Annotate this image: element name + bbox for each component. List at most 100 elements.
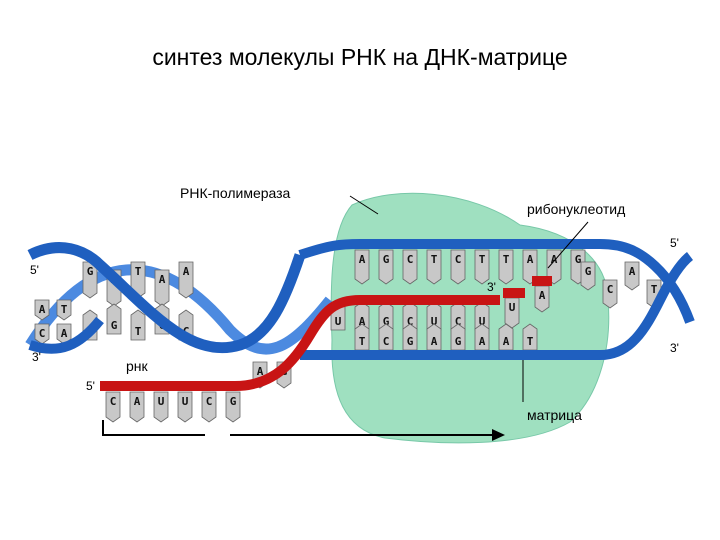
rna-tail-base: A	[129, 391, 145, 423]
helix-top-base-letter: A	[159, 273, 166, 286]
helix-right-base-letter: G	[585, 265, 592, 278]
helix-right-base: A	[624, 261, 640, 291]
rna-tail-base-shape	[153, 391, 169, 423]
coding-base: T	[498, 249, 514, 285]
helix-right-base-shape	[624, 261, 640, 291]
helix-bottom-base-letter: G	[111, 319, 118, 332]
helix-bottom-base-shape	[130, 309, 146, 341]
coding-base-letter: T	[479, 253, 486, 266]
coding-base: C	[450, 249, 466, 285]
rna-tail-base-shape	[225, 391, 241, 423]
helix-edge-base-letter: A	[61, 327, 68, 340]
rna-tail-base-letter: U	[182, 395, 189, 408]
helix-top-base-shape	[154, 269, 170, 307]
helix-bottom-base-shape	[106, 303, 122, 335]
helix-top-base-shape	[178, 261, 194, 299]
direction-arrowhead	[492, 429, 505, 441]
rna-tail-base: U	[177, 391, 193, 423]
coding-base-letter: C	[407, 253, 414, 266]
helix-bottom-base: G	[106, 303, 122, 335]
coding-base: G	[378, 249, 394, 285]
label-polymerase: РНК-полимераза	[180, 185, 291, 201]
incoming-ribonucleotide: A	[534, 285, 550, 313]
helix-right-base: G	[580, 261, 596, 291]
page-title: синтез молекулы РНК на ДНК-матрице	[152, 44, 568, 70]
template-base-letter: A	[479, 335, 486, 348]
dna-strand-left-tail	[28, 316, 104, 354]
template-base: G	[450, 323, 466, 351]
rna-tail-base: U	[153, 391, 169, 423]
dna-coding-strand	[298, 239, 695, 324]
helix-top-base: A	[154, 269, 170, 307]
template-base-letter: T	[359, 335, 366, 348]
rna-tail-base-shape	[129, 391, 145, 423]
rna-tail-base-shape	[177, 391, 193, 423]
coding-base-shape	[402, 249, 418, 285]
coding-base: T	[474, 249, 490, 285]
rna-bubble-base-letter: C	[455, 315, 462, 328]
template-base: T	[354, 323, 370, 351]
dna-strand-back	[25, 264, 335, 355]
template-base-letter: G	[455, 335, 462, 348]
free-ribonucleotide: U	[504, 297, 520, 329]
rna-bubble-base-letter: U	[431, 315, 438, 328]
template-base: A	[474, 323, 490, 351]
rna-tail-base-shape	[105, 391, 121, 423]
rna-strand	[100, 295, 500, 391]
coding-base-letter: A	[527, 253, 534, 266]
helix-edge-base-letter: C	[39, 327, 46, 340]
polymerase-pointer	[349, 195, 379, 215]
template-base: A	[498, 323, 514, 351]
coding-base-shape	[378, 249, 394, 285]
template-base: G	[402, 323, 418, 351]
helix-edge-base: A	[34, 299, 50, 321]
free-ribonucleotide-letter: U	[509, 301, 516, 314]
prime-left-top: 5'	[30, 263, 39, 277]
label-template: матрица	[527, 407, 582, 423]
ribonucleotide-pointer	[547, 221, 589, 269]
template-base: A	[426, 323, 442, 351]
helix-top-base-letter: A	[183, 265, 190, 278]
coding-base: C	[402, 249, 418, 285]
helix-edge-base-shape	[34, 323, 50, 345]
prime-rna-end: 3'	[487, 280, 496, 294]
template-base-letter: T	[527, 335, 534, 348]
helix-edge-base-shape	[56, 299, 72, 321]
rna-bubble-base-letter: U	[335, 315, 342, 328]
coding-base: A	[354, 249, 370, 285]
helix-bottom-base: T	[130, 309, 146, 341]
dna-template-strand	[300, 252, 694, 360]
coding-base: A	[546, 249, 562, 285]
coding-base-shape	[498, 249, 514, 285]
helix-top-base: A	[178, 261, 194, 299]
rna-tail-base: C	[201, 391, 217, 423]
template-base-letter: A	[503, 335, 510, 348]
helix-right-base: C	[602, 279, 618, 309]
coding-base-letter: T	[503, 253, 510, 266]
helix-right-base-letter: T	[651, 283, 658, 296]
helix-right-base-letter: C	[607, 283, 614, 296]
rna-bubble-base-letter: G	[383, 315, 390, 328]
coding-base-shape	[450, 249, 466, 285]
helix-top-base-letter: G	[87, 265, 94, 278]
helix-edge-base-shape	[34, 299, 50, 321]
coding-base-letter: A	[359, 253, 366, 266]
coding-base-shape	[474, 249, 490, 285]
rna-tail-base-letter: U	[158, 395, 165, 408]
rna-tail-base-shape	[201, 391, 217, 423]
dna-strand-front	[27, 242, 306, 354]
coding-base-letter: G	[575, 253, 582, 266]
prime-right-top: 5'	[670, 236, 679, 250]
coding-base-shape	[546, 249, 562, 285]
helix-bottom-base-letter: T	[135, 325, 142, 338]
coding-base-letter: C	[455, 253, 462, 266]
coding-base-letter: A	[551, 253, 558, 266]
helix-right-base-shape	[602, 279, 618, 309]
rna-tail-base: G	[225, 391, 241, 423]
label-ribonucleotide: рибонуклеотид	[527, 201, 625, 217]
helix-edge-base-letter: A	[39, 303, 46, 316]
coding-base-letter: G	[383, 253, 390, 266]
template-base-letter: A	[431, 335, 438, 348]
rna-tail-base-letter: C	[206, 395, 213, 408]
